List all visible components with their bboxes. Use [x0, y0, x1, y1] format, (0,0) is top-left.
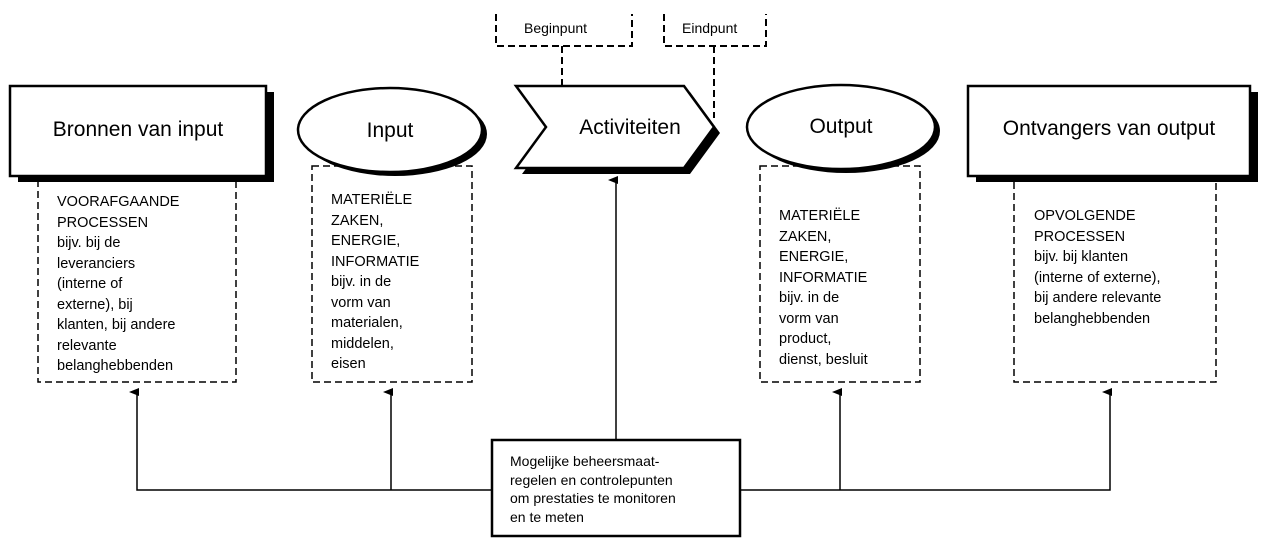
- sources-box: [8, 84, 268, 178]
- output-detail-line: INFORMATIE: [779, 269, 868, 286]
- receivers-box: [966, 84, 1252, 178]
- control-box-line: regelen en controlepunten: [510, 471, 673, 488]
- control-box-line: om prestaties te monitoren: [510, 490, 676, 506]
- output-detail-line: product,: [779, 331, 832, 347]
- input-details: MATERIËLE ZAKEN, ENERGIE, INFORMATIE bij…: [331, 190, 419, 375]
- sources-detail-line: belanghebbenden: [57, 358, 174, 374]
- output-detail-line: ZAKEN,: [779, 228, 832, 245]
- control-box-line: en te meten: [510, 508, 584, 525]
- input-detail-line: ENERGIE,: [331, 233, 401, 249]
- activities-chevron: [513, 84, 716, 170]
- receivers-detail-line: bijv. bij klanten: [1034, 249, 1129, 265]
- output-title: Output: [809, 115, 873, 138]
- output-detail-line: dienst, besluit: [779, 351, 868, 368]
- input-detail-line: middelen,: [331, 335, 394, 352]
- sources-title: Bronnen van input: [52, 118, 224, 141]
- output-detail-line: ENERGIE,: [779, 249, 849, 265]
- activities-title: Activiteiten: [579, 116, 681, 139]
- input-detail-line: materialen,: [331, 315, 403, 331]
- receivers-detail-line: (interne of externe),: [1034, 269, 1161, 286]
- output-details: MATERIËLE ZAKEN, ENERGIE, INFORMATIE bij…: [779, 206, 868, 370]
- receivers-title: Ontvangers van output: [1002, 117, 1216, 140]
- input-ellipse: [296, 86, 484, 174]
- receivers-details: OPVOLGENDE PROCESSEN bijv. bij klanten (…: [1034, 206, 1161, 329]
- receivers-detail-line: OPVOLGENDE: [1034, 208, 1136, 224]
- sources-detail-line: PROCESSEN: [57, 214, 149, 231]
- receivers-detail-line: bij andere relevante: [1034, 290, 1162, 306]
- control-box-line: Mogelijke beheersmaat-: [510, 453, 660, 469]
- sources-detail-line: VOORAFGAANDE: [57, 194, 180, 210]
- input-detail-line: eisen: [331, 356, 366, 372]
- sources-detail-line: klanten, bij andere: [57, 317, 176, 333]
- control-line-left: [129, 388, 492, 491]
- sources-detail-line: externe), bij: [57, 296, 133, 313]
- sources-detail-line: bijv. bij de: [57, 235, 121, 251]
- output-detail-line: MATERIËLE: [779, 208, 861, 224]
- output-detail-line: bijv. in de: [779, 290, 840, 306]
- input-title: Input: [366, 119, 414, 142]
- sources-detail-line: leveranciers: [57, 255, 136, 272]
- sources-detail-line: (interne of: [57, 276, 123, 292]
- beginpunt-label: Beginpunt: [524, 20, 588, 36]
- control-box: [490, 438, 742, 538]
- receivers-detail-line: PROCESSEN: [1034, 228, 1126, 245]
- beginpunt-box: [495, 14, 633, 47]
- input-detail-line: bijv. in de: [331, 274, 392, 290]
- input-detail-line: MATERIËLE: [331, 192, 413, 208]
- control-box-text: Mogelijke beheersmaat- regelen en contro…: [510, 452, 676, 526]
- output-detail-line: vorm van: [779, 310, 839, 327]
- input-detail-line: INFORMATIE: [331, 253, 420, 270]
- output-ellipse: [745, 83, 937, 171]
- eindpunt-label: Eindpunt: [682, 20, 738, 36]
- sources-details: VOORAFGAANDE PROCESSEN bijv. bij de leve…: [57, 192, 179, 377]
- sources-detail-line: relevante: [57, 337, 117, 354]
- input-detail-line: vorm van: [331, 294, 391, 311]
- receivers-detail-line: belanghebbenden: [1034, 310, 1151, 327]
- input-detail-line: ZAKEN,: [331, 212, 384, 229]
- control-line-right: [740, 388, 1112, 491]
